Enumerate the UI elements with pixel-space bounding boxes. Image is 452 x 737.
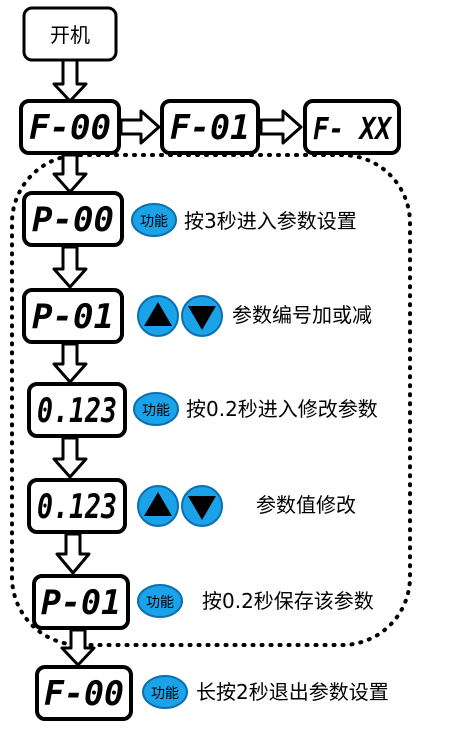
final-f-00-display: F-00 xyxy=(44,674,124,714)
flow-arrow-down-1 xyxy=(52,58,88,103)
function-key-icon: 功能 xyxy=(133,392,179,426)
step-p-01-save-display: P-01 xyxy=(41,583,121,623)
step-p-01-save: P-01 功能 按0.2秒保存该参数 xyxy=(32,574,374,630)
down-key-icon xyxy=(181,295,223,337)
final-f-00: F-00 功能 长按2秒退出参数设置 xyxy=(35,665,389,721)
up-key-icon xyxy=(137,485,179,527)
step-p-00-description: 按3秒进入参数设置 xyxy=(184,209,357,233)
display-f-xx-text: F- XX xyxy=(313,112,393,147)
step-value-modify-display: 0.123 xyxy=(37,487,117,527)
function-key-icon: 功能 xyxy=(131,203,177,237)
function-key-icon: 功能 xyxy=(137,584,183,618)
flow-arrow-down-6 xyxy=(55,532,91,575)
flow-arrow-right-2 xyxy=(259,109,303,145)
power-on-box: 开机 xyxy=(22,6,118,62)
step-value-modify: 0.123 参数值修改 xyxy=(27,478,356,534)
up-key-icon xyxy=(137,295,179,337)
display-f-xx: F- XX xyxy=(303,99,401,155)
flow-arrow-down-2 xyxy=(52,153,88,194)
function-key-label: 功能 xyxy=(146,595,174,611)
step-p-00: P-00 功能 按3秒进入参数设置 xyxy=(22,191,357,247)
display-f-00: F-00 xyxy=(19,99,121,155)
final-f-00-description: 长按2秒退出参数设置 xyxy=(196,680,389,704)
function-key-label: 功能 xyxy=(142,403,170,419)
step-p-01-save-description: 按0.2秒保存该参数 xyxy=(202,589,374,613)
step-p-01-display: P-01 xyxy=(32,297,114,337)
display-f-01-text: F-01 xyxy=(170,108,250,148)
function-key-label: 功能 xyxy=(140,214,168,230)
step-p-01-description: 参数编号加或减 xyxy=(232,303,372,327)
display-f-01: F-01 xyxy=(160,99,260,155)
step-p-01: P-01 参数编号加或减 xyxy=(22,288,372,344)
step-p-00-display: P-00 xyxy=(32,200,114,240)
down-key-icon xyxy=(181,485,223,527)
flow-arrow-down-4 xyxy=(52,342,88,384)
function-key-icon: 功能 xyxy=(142,675,188,709)
display-f-00-text: F-00 xyxy=(29,108,111,148)
step-value-modify-description: 参数值修改 xyxy=(256,493,356,517)
step-value-enter-description: 按0.2秒进入修改参数 xyxy=(186,397,378,421)
flow-arrow-down-3 xyxy=(52,245,88,289)
power-on-label: 开机 xyxy=(50,23,90,47)
flow-arrow-right-1 xyxy=(119,109,161,145)
step-value-enter: 0.123 功能 按0.2秒进入修改参数 xyxy=(27,382,378,438)
function-key-label: 功能 xyxy=(151,686,179,702)
flow-arrow-down-7 xyxy=(60,628,96,667)
flow-arrow-down-5 xyxy=(52,436,88,479)
step-value-enter-display: 0.123 xyxy=(37,391,117,431)
